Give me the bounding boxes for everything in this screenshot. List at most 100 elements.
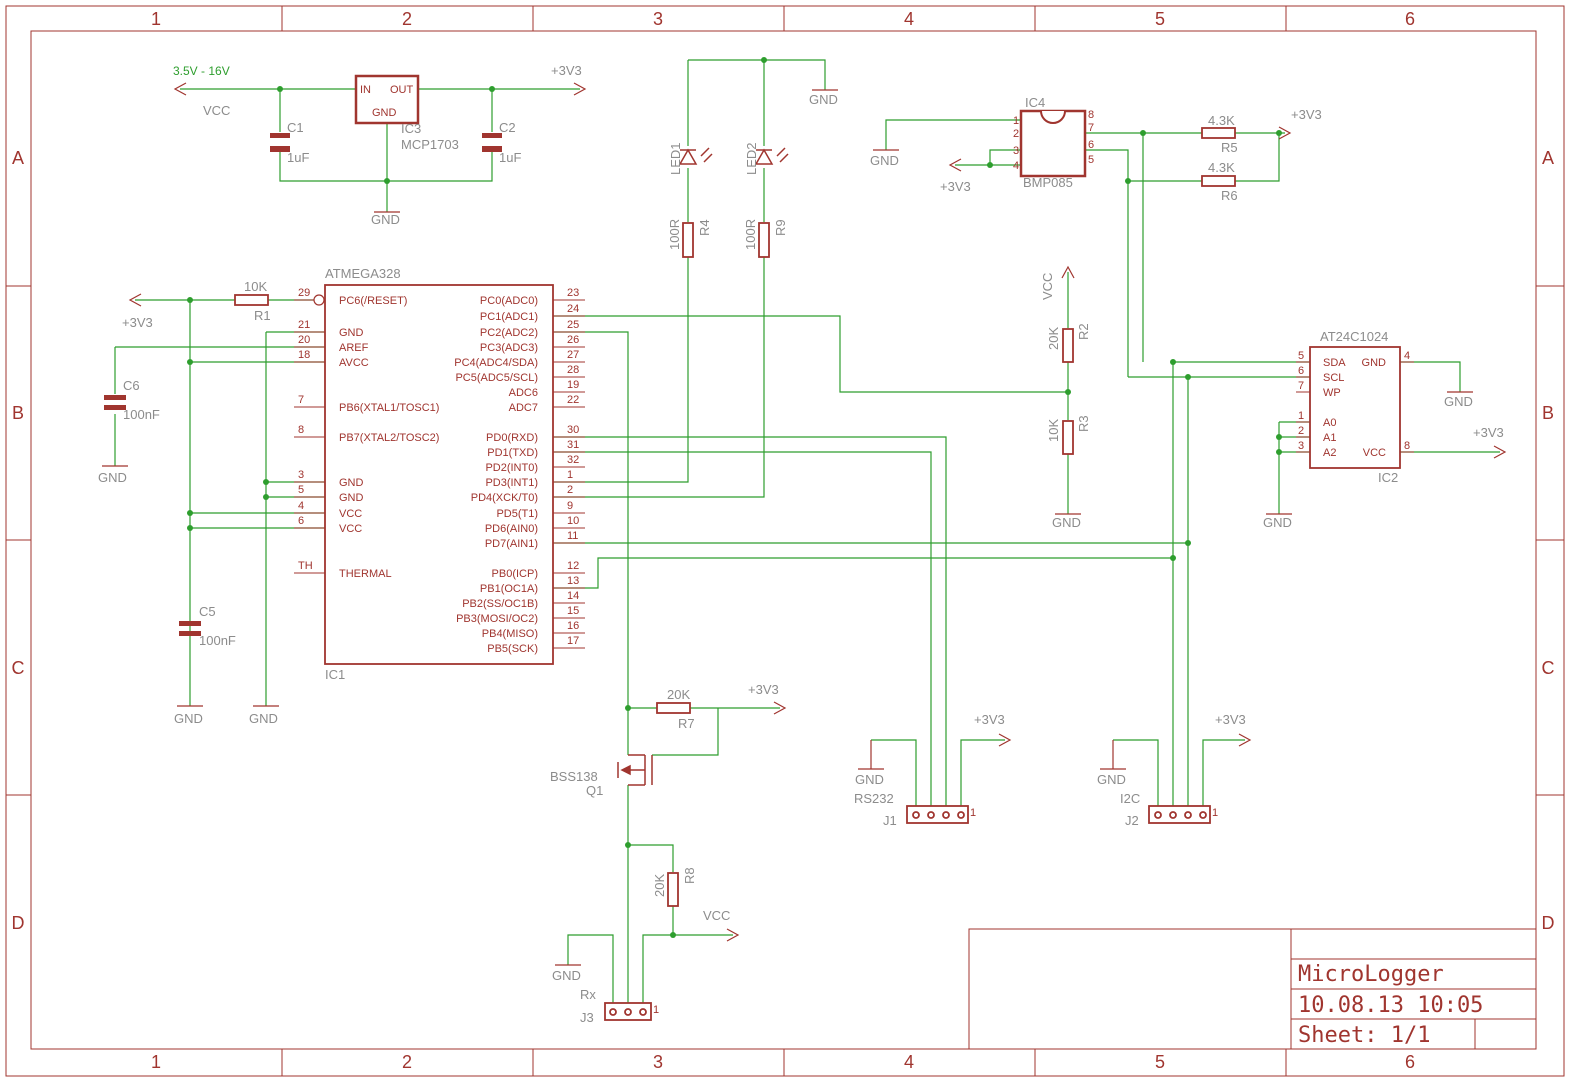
pin-label: THERMAL — [339, 568, 392, 580]
row-label-left: B — [12, 403, 24, 423]
gnd-label: GND — [1052, 515, 1081, 530]
gnd-label: GND — [855, 772, 884, 787]
pin-number: 1 — [1013, 115, 1019, 127]
pin-label: PC3(ADC3) — [480, 342, 538, 354]
pin-label: PB3(MOSI/OC2) — [456, 613, 538, 625]
pin-number: 2 — [567, 484, 573, 496]
pin-number: 8 — [1404, 440, 1410, 452]
gnd-label: GND — [552, 968, 581, 983]
pin-label: AREF — [339, 342, 369, 354]
pin-label: VCC — [339, 508, 362, 520]
sheet-text: Sheet: 1/1 — [1298, 1023, 1430, 1048]
svg-text:1uF: 1uF — [287, 150, 309, 165]
power-labels: 3.5V - 16V VCC +3V3 GND GND +3V3 GND GND… — [98, 63, 1504, 983]
row-label-left: D — [12, 913, 25, 933]
svg-text:20K: 20K — [667, 687, 690, 702]
pin-label: PD2(INT0) — [485, 462, 538, 474]
v33-label: +3V3 — [551, 63, 582, 78]
svg-text:R7: R7 — [678, 716, 695, 731]
vcc-label: VCC — [1040, 273, 1055, 300]
svg-text:100R: 100R — [667, 219, 682, 250]
svg-text:IN: IN — [360, 84, 371, 96]
svg-text:R1: R1 — [254, 308, 271, 323]
pin-number: 12 — [567, 560, 579, 572]
pin-label: A2 — [1323, 447, 1336, 459]
pin-number: 32 — [567, 454, 579, 466]
pin-number: 7 — [298, 394, 304, 406]
col-label-bottom: 2 — [402, 1052, 412, 1072]
col-label-top: 4 — [904, 9, 914, 29]
pin-number: 20 — [298, 334, 310, 346]
pin-number: 21 — [298, 319, 310, 331]
pin-label: PC0(ADC0) — [480, 295, 538, 307]
pin-label: ADC7 — [509, 402, 538, 414]
svg-text:100nF: 100nF — [123, 407, 160, 422]
pin-number: 29 — [298, 287, 310, 299]
frame-column-labels: 1 2 3 4 5 6 1 2 3 4 5 6 — [151, 9, 1415, 1072]
pin-number: 26 — [567, 334, 579, 346]
pin-label: PC1(ADC1) — [480, 311, 538, 323]
pin-label: VCC — [339, 523, 362, 535]
pin-label: PB4(MISO) — [482, 628, 538, 640]
date-text: 10.08.13 10:05 — [1298, 993, 1483, 1018]
svg-text:LED2: LED2 — [744, 142, 759, 175]
pin-label: SDA — [1323, 357, 1346, 369]
pin-number: 18 — [298, 349, 310, 361]
pin-number: 5 — [1088, 154, 1094, 166]
pin-number: 3 — [1298, 440, 1304, 452]
frame-row-labels: A B C D A B C D — [12, 148, 1555, 933]
regulator-value: MCP1703 — [401, 137, 459, 152]
eeprom-name: IC2 — [1378, 470, 1398, 485]
svg-text:R6: R6 — [1221, 188, 1238, 203]
pin-number: 6 — [298, 515, 304, 527]
pin-label: PB7(XTAL2/TOSC2) — [339, 432, 439, 444]
pin-number: 4 — [298, 500, 304, 512]
row-label-left: A — [12, 148, 24, 168]
pin-label: GND — [1362, 357, 1387, 369]
svg-text:J3: J3 — [580, 1010, 594, 1025]
col-label-top: 2 — [402, 9, 412, 29]
pin-number: 3 — [1013, 145, 1019, 157]
gnd-label: GND — [809, 92, 838, 107]
col-label-bottom: 1 — [151, 1052, 161, 1072]
pin-number: 6 — [1298, 365, 1304, 377]
led-symbols — [678, 147, 789, 165]
svg-text:Q1: Q1 — [586, 783, 603, 798]
col-label-bottom: 3 — [653, 1052, 663, 1072]
row-label-left: C — [12, 658, 25, 678]
resistor-labels: 10K R1 4.3K R5 4.3K R6 20K R7 20K R2 10K… — [244, 113, 1238, 897]
svg-text:10K: 10K — [1046, 419, 1061, 442]
pin-label: PC6(/RESET) — [339, 295, 407, 307]
pin-number: 27 — [567, 349, 579, 361]
wires — [114, 59, 1500, 1003]
col-label-top: 3 — [653, 9, 663, 29]
pin-label: PD1(TXD) — [487, 447, 538, 459]
pin-number: 4 — [1013, 160, 1019, 172]
col-label-bottom: 4 — [904, 1052, 914, 1072]
svg-text:C5: C5 — [199, 604, 216, 619]
pin-label: WP — [1323, 387, 1341, 399]
svg-text:4.3K: 4.3K — [1208, 160, 1235, 175]
col-label-bottom: 6 — [1405, 1052, 1415, 1072]
mcu-value: ATMEGA328 — [325, 266, 401, 281]
sensor-value: BMP085 — [1023, 175, 1073, 190]
gnd-label: GND — [870, 153, 899, 168]
svg-text:R2: R2 — [1076, 323, 1091, 340]
mosfet-q1 — [617, 754, 653, 786]
pin-label: A0 — [1323, 417, 1336, 429]
svg-text:R3: R3 — [1076, 415, 1091, 432]
pin-label: PD3(INT1) — [485, 477, 538, 489]
v33-label: +3V3 — [1473, 425, 1504, 440]
drawing-frame — [5, 5, 1565, 1077]
pin-number: 14 — [567, 590, 579, 602]
pin-label: PD4(XCK/T0) — [471, 492, 538, 504]
svg-text:I2C: I2C — [1120, 791, 1140, 806]
v33-label: +3V3 — [1215, 712, 1246, 727]
pin-number: 2 — [1298, 425, 1304, 437]
svg-text:R5: R5 — [1221, 140, 1238, 155]
svg-text:R4: R4 — [697, 219, 712, 236]
pin-number: 16 — [567, 620, 579, 632]
pin-label: PD5(T1) — [496, 508, 538, 520]
pin-label: PC4(ADC4/SDA) — [454, 357, 538, 369]
row-label-right: C — [1542, 658, 1555, 678]
